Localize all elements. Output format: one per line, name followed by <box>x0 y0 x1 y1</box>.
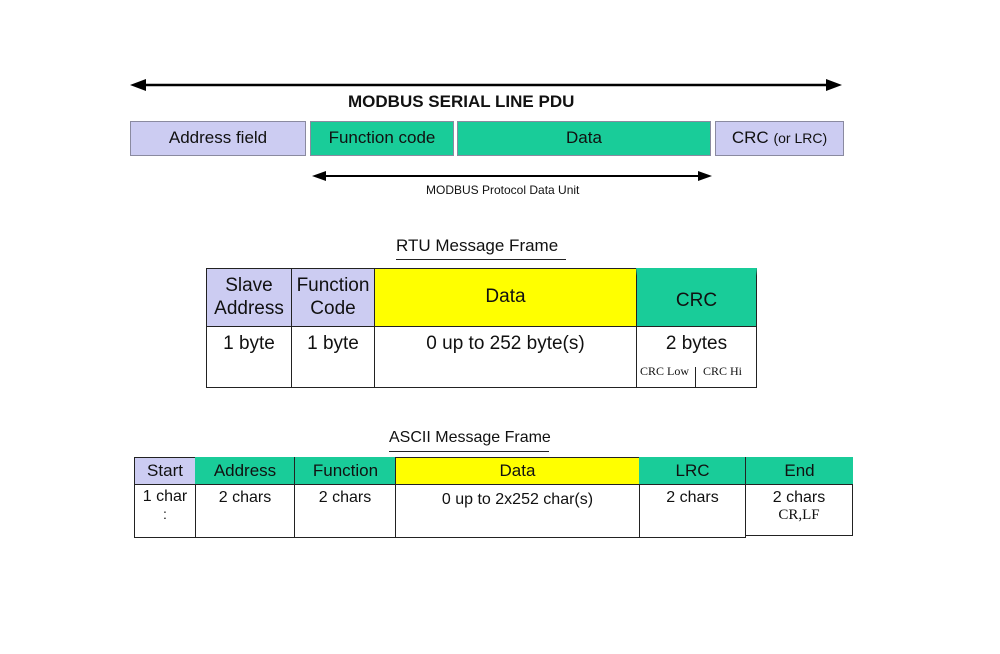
rtu-crc-header: CRC <box>636 268 757 327</box>
ascii-end-chars: CR,LF <box>778 507 820 523</box>
rtu-data-header: Data <box>374 268 637 327</box>
pdu-title: MODBUS SERIAL LINE PDU <box>348 92 575 111</box>
pdu-function-code: Function code <box>310 121 454 156</box>
rtu-crc-hi: CRC Hi <box>703 364 743 378</box>
ascii-address-value: 2 chars <box>195 484 295 538</box>
rtu-slave-address-value: 1 byte <box>206 326 292 388</box>
rtu-title: RTU Message Frame <box>396 236 559 255</box>
pdu-span-arrow <box>130 79 842 91</box>
ascii-lrc-header: LRC <box>639 457 746 485</box>
ascii-end-value-cell: 2 chars CR,LF <box>745 484 853 536</box>
ascii-end-value: 2 chars <box>772 489 826 506</box>
ascii-lrc-value: 2 chars <box>639 484 746 538</box>
ascii-start-value: 1 char <box>142 488 188 505</box>
ascii-start-value-cell: 1 char : <box>134 484 196 538</box>
ascii-function-header: Function <box>294 457 396 485</box>
ascii-data-value: 0 up to 2x252 char(s) <box>395 484 640 538</box>
pdu-data-field: Data <box>457 121 711 156</box>
ascii-start-header: Start <box>134 457 196 485</box>
ascii-function-value: 2 chars <box>294 484 396 538</box>
rtu-slave-address-header: Slave Address <box>206 268 292 327</box>
rtu-crc-value: 2 bytes <box>665 333 728 354</box>
pdu-crc-label: CRC <box>731 128 769 148</box>
rtu-function-code-value: 1 byte <box>291 326 375 388</box>
ascii-end-header: End <box>745 457 853 485</box>
rtu-data-value: 0 up to 252 byte(s) <box>374 326 637 388</box>
pdu-data-label: Data <box>566 128 602 148</box>
pdu-address-label: Address field <box>168 128 268 148</box>
rtu-crc-divider <box>695 367 696 387</box>
ascii-address-header: Address <box>195 457 295 485</box>
protocol-unit-arrow <box>312 171 712 181</box>
ascii-data-header: Data <box>395 457 640 485</box>
protocol-unit-label: MODBUS Protocol Data Unit <box>426 183 580 197</box>
rtu-function-code-header: Function Code <box>291 268 375 327</box>
ascii-start-char: : <box>163 506 167 522</box>
rtu-crc-low: CRC Low <box>640 364 690 378</box>
pdu-function-label: Function code <box>328 128 436 148</box>
pdu-crc-field: CRC (or LRC) <box>715 121 844 156</box>
pdu-address-field: Address field <box>130 121 306 156</box>
pdu-crc-alt-label: (or LRC) <box>773 130 828 147</box>
ascii-title-underline <box>389 451 549 452</box>
ascii-title: ASCII Message Frame <box>389 429 551 446</box>
rtu-title-underline <box>396 259 566 260</box>
rtu-crc-value-cell: 2 bytes CRC Low CRC Hi <box>636 326 757 388</box>
